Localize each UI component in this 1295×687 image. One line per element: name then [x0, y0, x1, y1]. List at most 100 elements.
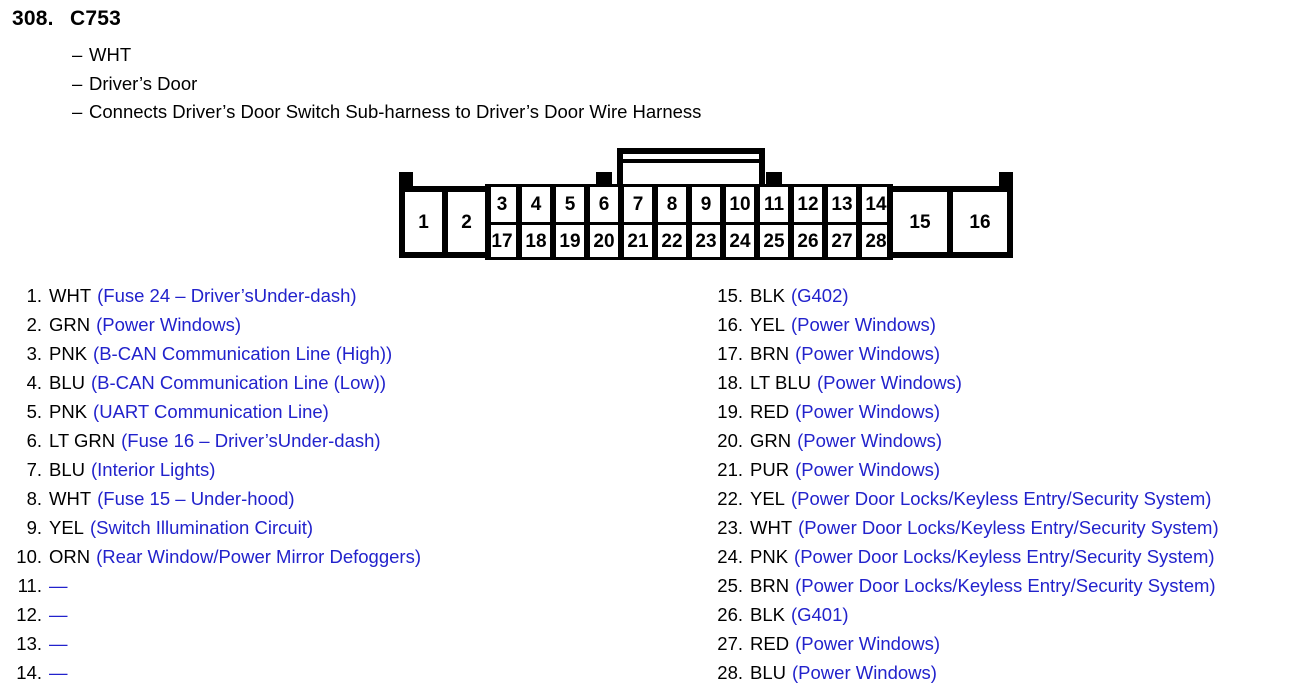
pin-number: 19. — [717, 401, 743, 422]
pin-wire-color: WHT — [750, 517, 793, 538]
pin-number: 16. — [717, 314, 743, 335]
pin-number: 18. — [717, 372, 743, 393]
header-bullet-text: Connects Driver’s Door Switch Sub-harnes… — [89, 101, 702, 122]
pin-cell-27: 27 — [828, 225, 856, 257]
pin-circuit-description: (Power Door Locks/Keyless Entry/Security… — [794, 546, 1215, 567]
pin-number: 23. — [717, 517, 743, 538]
pin-number: 20. — [717, 430, 743, 451]
bullet-dash: – — [72, 73, 83, 94]
pin-cell-12: 12 — [794, 187, 822, 222]
pin-number: 24. — [717, 546, 743, 567]
pin-cell-18: 18 — [522, 225, 550, 257]
pin-cell-13: 13 — [828, 187, 856, 222]
pin-row-17: 17.BRN(Power Windows) — [709, 339, 1295, 368]
latch-right-edge — [759, 148, 765, 184]
header-bullet-text: Driver’s Door — [89, 73, 198, 94]
pin-cell-8: 8 — [658, 187, 686, 222]
pin-number: 28. — [717, 662, 743, 683]
pin-row-1: 1.WHT(Fuse 24 – Driver’sUnder-dash) — [8, 281, 698, 310]
connector-right-notch — [999, 172, 1013, 188]
pin-cell-16: 16 — [953, 192, 1007, 252]
pin-cell-4: 4 — [522, 187, 550, 222]
pin-wire-color: BLK — [750, 604, 785, 625]
pin-circuit-description: (B-CAN Communication Line (High)) — [93, 343, 393, 364]
header-bullet-wire-color: –WHT — [72, 44, 131, 66]
pin-number: 9. — [26, 517, 42, 538]
pin-circuit-description: (Power Windows) — [797, 430, 943, 451]
pin-row-8: 8. WHT(Fuse 15 – Under-hood) — [8, 484, 698, 513]
pin-number: 13. — [16, 633, 42, 654]
pin-row-5: 5.PNK(UART Communication Line) — [8, 397, 698, 426]
pin-wire-color: RED — [750, 633, 790, 654]
connector-grid-body — [485, 184, 893, 260]
bullet-dash: – — [72, 44, 83, 65]
pin-number: 2. — [26, 314, 42, 335]
pin-circuit-description: (Fuse 16 – Driver’sUnder-dash) — [121, 430, 381, 451]
pin-cell-10: 10 — [726, 187, 754, 222]
pin-circuit-description: (G402) — [790, 285, 849, 306]
pin-wire-color: PNK — [750, 546, 789, 567]
pin-number: 7. — [26, 459, 42, 480]
connector-code: C753 — [70, 7, 122, 30]
pin-number: 4. — [26, 372, 42, 393]
pin-cell-26: 26 — [794, 225, 822, 257]
pin-row-24: 24. PNK(Power Door Locks/Keyless Entry/Se… — [709, 542, 1295, 571]
pin-cell-23: 23 — [692, 225, 720, 257]
pin-wire-color: LT GRN — [49, 430, 116, 451]
pin-number: 25. — [717, 575, 743, 596]
pin-cell-15: 15 — [893, 192, 947, 252]
pin-wire-color: BRN — [750, 575, 790, 596]
pin-row-28: 28.BLU(Power Windows) — [709, 658, 1295, 687]
pin-row-14: 14. — — [8, 658, 698, 687]
pin-circuit-description: (UART Communication Line) — [93, 401, 329, 422]
pin-cell-20: 20 — [590, 225, 618, 257]
pin-wire-color: YEL — [750, 488, 785, 509]
pin-row-26: 26.BLK(G401) — [709, 600, 1295, 629]
pin-number: 1. — [26, 285, 42, 306]
pin-unused-marker: — — [49, 662, 68, 683]
pin-number: 27. — [717, 633, 743, 654]
pin-row-4: 4. BLU (B-CAN Communication Line (Low)) — [8, 368, 698, 397]
pin-row-18: 18.LT BLU(Power Windows) — [709, 368, 1295, 397]
pin-wire-color: GRN — [750, 430, 792, 451]
pin-wire-color: WHT — [49, 488, 92, 509]
pin-wire-color: ORN — [49, 546, 91, 567]
pin-circuit-description: (B-CAN Communication Line (Low)) — [91, 372, 387, 393]
pin-number: 14. — [16, 662, 42, 683]
pin-row-16: 16.YEL(Power Windows) — [709, 310, 1295, 339]
pin-wire-color: PNK — [49, 343, 88, 364]
pin-cell-14: 14 — [862, 187, 890, 222]
pin-wire-color: BLK — [750, 285, 785, 306]
pin-wire-color: RED — [750, 401, 790, 422]
latch-tab-over-pin-11 — [766, 172, 782, 185]
pin-number: 21. — [717, 459, 743, 480]
latch-inner-line — [623, 159, 759, 163]
pin-row-6: 6. LT GRN(Fuse 16 – Driver’sUnder-dash) — [8, 426, 698, 455]
pin-cell-5: 5 — [556, 187, 584, 222]
pin-number: 5. — [26, 401, 42, 422]
pin-cell-2: 2 — [448, 192, 485, 252]
pin-number: 6. — [26, 430, 42, 451]
pin-circuit-description: (Power Windows) — [795, 401, 941, 422]
pin-wire-color: BLU — [49, 459, 85, 480]
entry-number: 308. — [12, 7, 54, 30]
pin-row-13: 13.— — [8, 629, 698, 658]
header-bullet-description: –Connects Driver’s Door Switch Sub-harne… — [72, 101, 701, 123]
latch-tab-over-pin-6 — [596, 172, 612, 185]
pin-cell-9: 9 — [692, 187, 720, 222]
pin-row-21: 21.PUR(Power Windows) — [709, 455, 1295, 484]
pin-circuit-description: (Rear Window/Power Mirror Defoggers) — [96, 546, 421, 567]
pin-number: 17. — [717, 343, 743, 364]
pin-number: 10. — [16, 546, 42, 567]
pin-circuit-description: (Fuse 15 – Under-hood) — [97, 488, 295, 509]
pin-row-20: 20. GRN(Power Windows) — [709, 426, 1295, 455]
pin-unused-marker: — — [49, 575, 68, 596]
pin-cell-7: 7 — [624, 187, 652, 222]
header-bullet-location: –Driver’s Door — [72, 73, 197, 95]
pin-row-11: 11.— — [8, 571, 698, 600]
pin-wire-color: BLU — [49, 372, 85, 393]
connector-left-notch — [399, 172, 413, 188]
pin-circuit-description: (G401) — [790, 604, 849, 625]
pin-number: 8. — [26, 488, 42, 509]
